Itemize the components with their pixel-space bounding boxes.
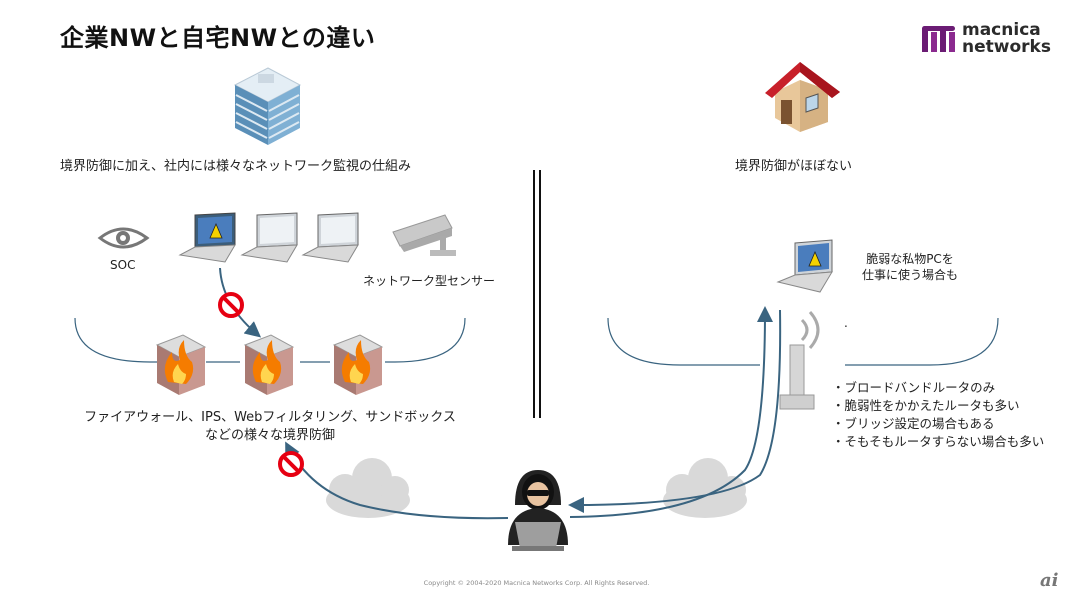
bullet-item: ・ブロードバンドルータのみ <box>832 380 996 395</box>
stray-dot: . <box>844 316 848 330</box>
firewall-icon <box>243 334 295 395</box>
defense-label-line1: ファイアウォール、IPS、Webフィルタリング、サンドボックス <box>84 410 456 425</box>
laptop-icon <box>301 212 359 263</box>
logo-mark-icon <box>922 26 955 52</box>
return-arrow-right <box>568 309 782 513</box>
copyright-footer: Copyright © 2004-2020 Macnica Networks C… <box>423 579 650 587</box>
attack-arrow-left <box>285 441 509 520</box>
left-caption: 境界防御に加え、社内には様々なネットワーク監視の仕組み <box>60 159 412 174</box>
perimeter-curve-right <box>607 317 760 366</box>
right-caption: 境界防御がほぼない <box>735 159 853 174</box>
eye-icon <box>97 227 150 249</box>
home-pc-label-line1: 脆弱な私物PCを <box>866 252 954 266</box>
router-bullet-list: ・ブロードバンドルータのみ ・脆弱性をかかえたルータも多い ・ブリッジ設定の場合… <box>832 379 1044 451</box>
home-pc-label-line2: 仕事に使う場合も <box>861 268 958 282</box>
laptop-icon <box>240 212 298 263</box>
laptop-warning-icon <box>178 212 236 263</box>
perimeter-curve-left <box>74 317 160 363</box>
bullet-item: ・脆弱性をかかえたルータも多い <box>832 398 1020 413</box>
office-building-icon <box>233 67 302 145</box>
page-title: 企業NWと自宅NWとの違い <box>60 24 376 52</box>
cloud-icon <box>326 458 410 518</box>
macnica-logo: macnica networks <box>920 22 1070 58</box>
bullet-item: ・そもそもルータすらない場合も多い <box>832 434 1045 449</box>
firewall-icon <box>155 334 207 395</box>
logo-text-line1: macnica <box>962 20 1041 40</box>
soc-label: SOC <box>110 258 136 272</box>
blocked-icon <box>278 451 304 477</box>
router-icon <box>779 311 820 410</box>
blocked-icon <box>218 292 244 318</box>
house-icon <box>765 62 840 132</box>
bullet-item: ・ブリッジ設定の場合もある <box>832 416 995 431</box>
hacker-icon <box>508 470 568 551</box>
logo-text-line2: networks <box>962 37 1051 57</box>
laptop-warning-icon <box>776 239 833 293</box>
perimeter-curve-left-end <box>385 317 466 363</box>
defense-label-line2: などの様々な境界防御 <box>204 428 335 443</box>
sensor-label: ネットワーク型センサー <box>363 274 496 288</box>
security-camera-icon <box>392 214 456 256</box>
watermark-logo: ai <box>1040 570 1059 591</box>
attack-arrow-right <box>569 306 773 518</box>
firewall-icon <box>332 334 384 395</box>
perimeter-curve-right-end <box>845 317 999 366</box>
